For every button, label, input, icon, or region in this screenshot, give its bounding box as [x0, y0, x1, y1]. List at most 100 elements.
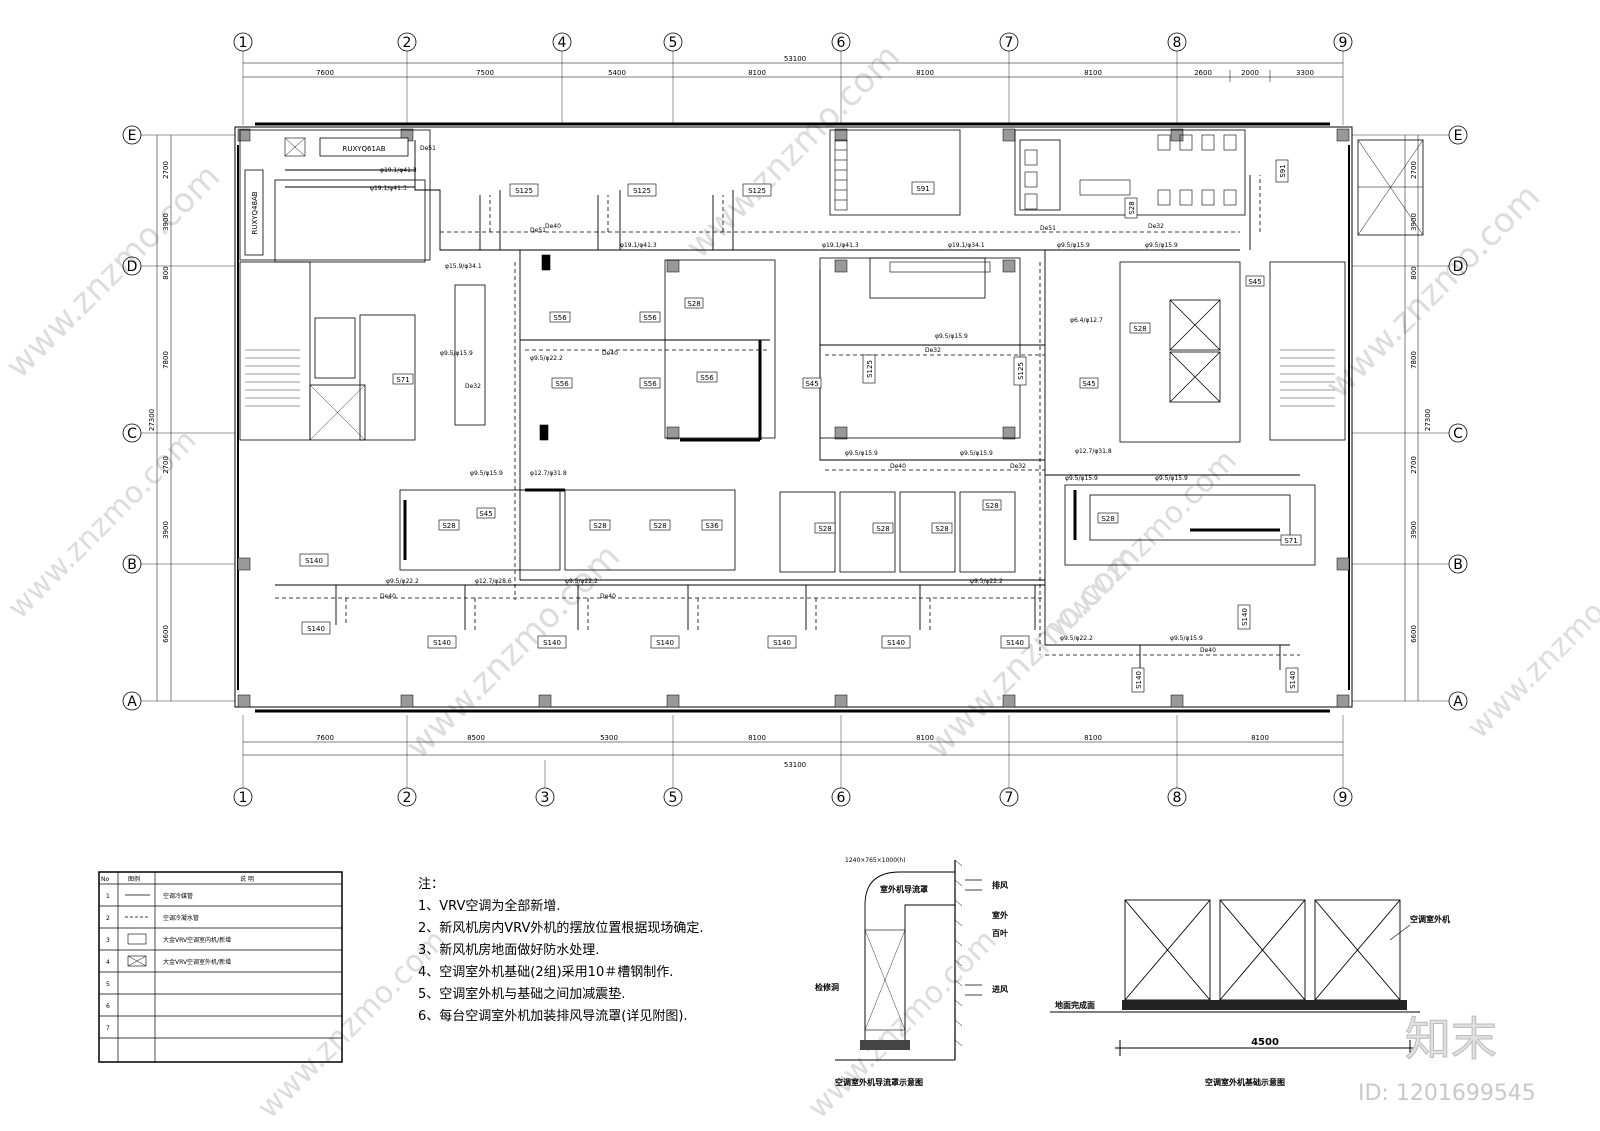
legend-no: 2: [106, 915, 110, 922]
indoor-unit-label: S56: [555, 380, 569, 388]
base-unit-label: 空调室外机: [1410, 914, 1450, 924]
pipe-label: φ9.5/φ15.9: [960, 450, 993, 457]
pipe-label: φ9.5/φ15.9: [440, 350, 473, 357]
dim: 2700: [162, 456, 170, 474]
indoor-unit-label: S140: [1006, 639, 1024, 647]
indoor-unit-label: S56: [643, 380, 657, 388]
pipe-label: De40: [380, 593, 396, 600]
pipe-label: De32: [465, 383, 481, 390]
indoor-unit-label: S28: [935, 525, 948, 533]
hood-detail: 1240×765×1000(h) 室外机导流罩 排风 室外 百叶 进风 检修洞 …: [815, 857, 1008, 1087]
dim: 5400: [608, 69, 626, 77]
hood-access: 检修洞: [815, 982, 839, 992]
hood-caption: 空调室外机导流罩示意图: [835, 1077, 923, 1087]
axis-label: 7: [1005, 790, 1014, 806]
axis-label: 7: [1005, 35, 1014, 51]
pipe-label: φ19.1/φ41.3: [620, 242, 657, 249]
indoor-unit-label: S71: [396, 376, 409, 384]
dim: 7800: [1410, 351, 1418, 369]
pipe-label: φ12.7/φ28.6: [475, 578, 512, 585]
pipe-label: φ9.5/φ15.9: [1170, 635, 1203, 642]
pipe-label: φ9.5/φ22.2: [386, 578, 419, 585]
indoor-unit-label: S125: [748, 187, 766, 195]
dim: 8100: [748, 69, 766, 77]
dim: 7800: [162, 351, 170, 369]
dim: 5300: [600, 734, 618, 742]
pipe-label: φ9.5/φ22.2: [530, 355, 563, 362]
legend-desc: 大金VRV空调室内机/新增: [163, 936, 231, 944]
base-floor-label: 地面完成面: [1055, 1000, 1095, 1010]
axis-label: A: [1453, 694, 1463, 710]
indoor-unit-label: S125: [515, 187, 533, 195]
outdoor-unit-rux2: RUXYQ48AB: [244, 169, 264, 256]
axis-label: 5: [669, 790, 678, 806]
pipe-label: φ9.5/φ15.9: [935, 333, 968, 340]
axis-label: D: [127, 259, 138, 275]
dim: 8100: [916, 69, 934, 77]
pipe-label: φ9.5/φ15.9: [1145, 242, 1178, 249]
indoor-unit-label: S28: [442, 522, 455, 530]
pipe-label: De40: [600, 593, 616, 600]
legend-no: 3: [106, 937, 110, 944]
pipe-label: φ9.5/φ22.2: [1060, 635, 1093, 642]
axis-label: 1: [239, 35, 248, 51]
legend-header: 说 明: [240, 875, 254, 883]
notes: 注： 1、VRV空调为全部新增. 2、新风机房内VRV外机的摆放位置根据现场确定…: [418, 877, 704, 1024]
indoor-unit-label: S45: [1082, 380, 1095, 388]
dim: 7600: [316, 734, 334, 742]
axis-label: 2: [403, 35, 412, 51]
dim: 8100: [1084, 734, 1102, 742]
pipe-label: φ19.1/φ41.3: [380, 167, 417, 174]
watermark-site: www.znzmo.com: [801, 923, 1004, 1126]
indoor-unit-label: S28: [1128, 201, 1136, 214]
dim: 8100: [1251, 734, 1269, 742]
indoor-unit-label: S28: [1101, 515, 1114, 523]
pipe-label: φ6.4/φ12.7: [1070, 317, 1103, 324]
pipe-label: φ9.5/φ22.2: [565, 578, 598, 585]
base-caption: 空调室外机基础示意图: [1205, 1077, 1285, 1087]
legend-table: No 图例 说 明 1 2 3 4 5 6 7 空调冷媒管 空调冷凝水管 大金V…: [98, 871, 343, 1063]
legend-no: 5: [106, 981, 110, 988]
dim: 6600: [162, 625, 170, 643]
indoor-unit-label: S125: [633, 187, 651, 195]
note-line: 6、每台空调室外机加装排风导流罩(详见附图).: [418, 1008, 688, 1024]
indoor-units: [299, 159, 1302, 693]
dim-total-side: 27300: [148, 409, 156, 431]
pipe-label: φ9.5/φ15.9: [1155, 475, 1188, 482]
axis-label: D: [1453, 259, 1464, 275]
note-line: 2、新风机房内VRV外机的摆放位置根据现场确定.: [418, 920, 704, 936]
cabinets: [539, 139, 991, 441]
legend-no: 6: [106, 1003, 110, 1010]
pipe-label: φ9.5/φ15.9: [1065, 475, 1098, 482]
axis-label: 9: [1339, 35, 1348, 51]
dim: 2700: [162, 161, 170, 179]
dim-total-bottom: 53100: [784, 761, 806, 769]
stair-treads: [245, 349, 1335, 407]
base-width: 4500: [1251, 1037, 1279, 1048]
indoor-unit-label: S91: [916, 185, 929, 193]
indoor-unit-label: S56: [700, 374, 714, 382]
axis-label: 4: [558, 35, 567, 51]
dim: 3900: [162, 521, 170, 539]
legend-no: 4: [106, 959, 110, 966]
legend-desc: 空调冷凝水管: [163, 914, 199, 922]
main-branch-pipes: [403, 340, 1280, 560]
legend-header: 图例: [128, 875, 140, 883]
legend-no: 7: [106, 1025, 110, 1032]
axis-label: 5: [669, 35, 678, 51]
pipe-label: De40: [602, 350, 618, 357]
dim: 800: [1410, 266, 1418, 279]
pipe-label: φ9.5/φ22.2: [970, 578, 1003, 585]
indoor-unit-label: S140: [305, 557, 323, 565]
condensate-pipes: [275, 175, 1300, 656]
dim: 8100: [1084, 69, 1102, 77]
pipe-label: De32: [1010, 463, 1026, 470]
indoor-unit-label: S28: [1133, 325, 1146, 333]
hood-intake: 进风: [992, 984, 1008, 994]
axis-label: A: [127, 694, 137, 710]
dim: 6600: [1410, 625, 1418, 643]
axis-label: 9: [1339, 790, 1348, 806]
indoor-unit-label: S125: [866, 360, 874, 378]
legend-desc: 空调冷媒管: [163, 892, 193, 900]
